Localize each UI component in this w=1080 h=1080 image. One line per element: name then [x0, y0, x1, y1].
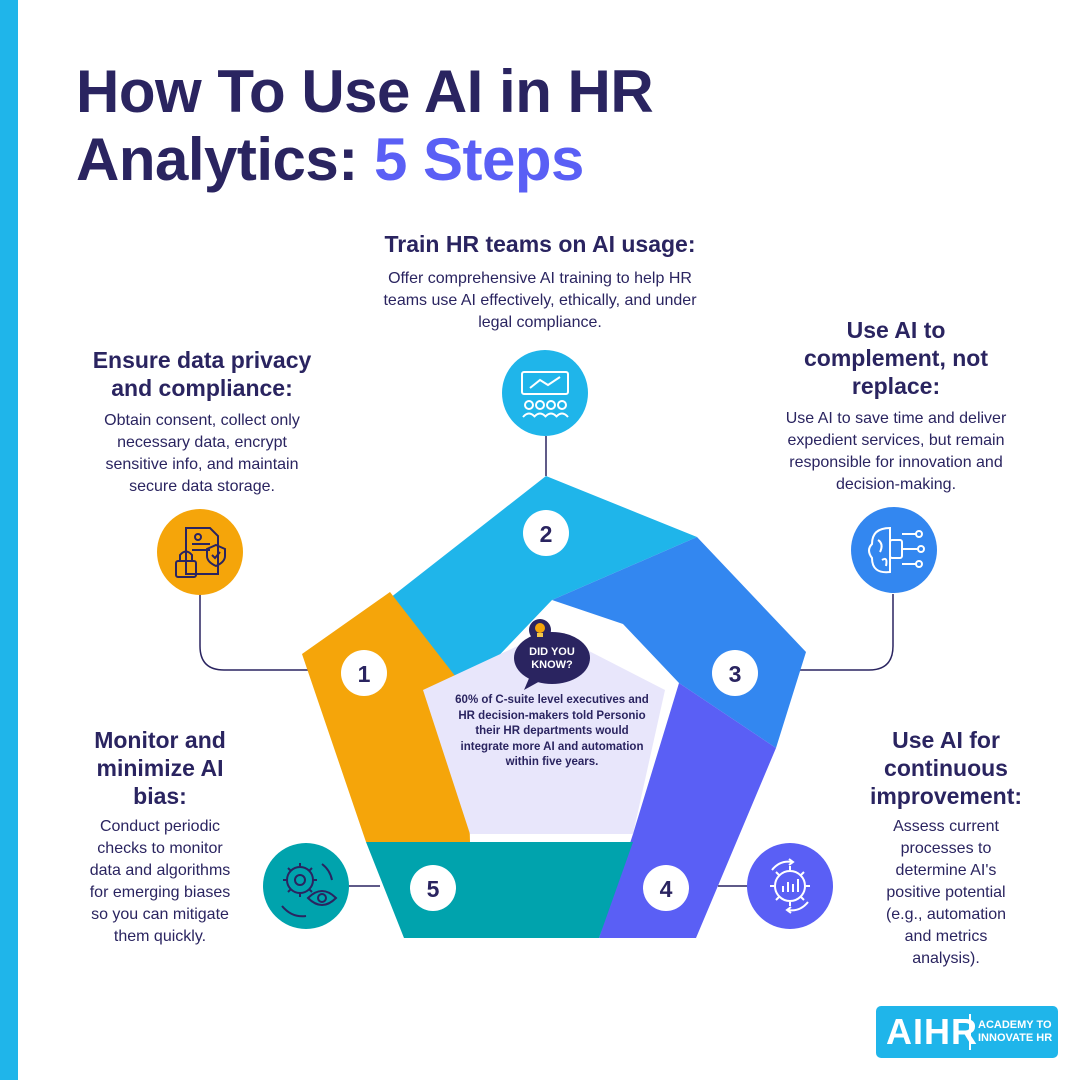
logo-tagline: ACADEMY TO INNOVATE HR [978, 1019, 1053, 1044]
logo-divider [969, 1014, 971, 1050]
step-4-badge [643, 865, 689, 911]
segment-step-4 [599, 683, 776, 938]
gear-eye-monitor-icon [263, 843, 349, 929]
step-5-badge [410, 865, 456, 911]
step-3-description: Use AI to save time and deliver expedien… [785, 410, 1007, 493]
title-highlight: 5 Steps [373, 126, 584, 193]
did-you-know-fact: 60% of C-suite level executives and HR d… [455, 694, 649, 768]
step-badges: 2 1 3 5 4 [341, 510, 758, 911]
ai-brain-circuit-icon [851, 507, 937, 593]
speech-bubble [514, 632, 590, 684]
segment-step-2 [390, 476, 697, 690]
step-2-number: 2 [540, 521, 553, 547]
connector-step-3 [774, 594, 894, 671]
segment-step-3 [552, 537, 806, 748]
connector-step-1 [199, 594, 320, 671]
presentation-team-icon [502, 350, 588, 436]
connector-lines [199, 436, 894, 887]
step-1-description: Obtain consent, collect only necessary d… [104, 412, 300, 495]
step-3-number: 3 [729, 661, 742, 687]
segment-step-1 [302, 592, 470, 842]
gear-chart-cycle-icon [747, 843, 833, 929]
speech-bubble-tail [524, 676, 542, 690]
step-5-title: Monitor and minimize AI bias: [94, 727, 226, 809]
document-lock-shield-icon [157, 509, 243, 595]
step-4-description: Assess current processes to determine AI… [885, 818, 1007, 967]
title-line-1: How To Use AI in HR [76, 58, 654, 125]
title-line-2-lead: Analytics: [76, 126, 374, 193]
step-5-number: 5 [427, 876, 440, 902]
aihr-logo: AIHR ACADEMY TO INNOVATE HR [876, 1006, 1058, 1058]
step-1-number: 1 [358, 661, 371, 687]
did-you-know-panel [423, 631, 665, 834]
step-4-number: 4 [660, 876, 673, 902]
step-2-title: Train HR teams on AI usage: [384, 231, 696, 257]
step-2-badge [523, 510, 569, 556]
did-you-know-line-2: KNOW? [531, 659, 573, 671]
left-accent-bar [0, 0, 18, 1080]
step-5-description: Conduct periodic checks to monitor data … [89, 818, 231, 945]
step-1-title: Ensure data privacy and compliance: [92, 347, 312, 401]
step-2-description: Offer comprehensive AI training to help … [383, 270, 697, 331]
step-3-badge [712, 650, 758, 696]
page-title: How To Use AI in HR Analytics: 5 Steps [76, 58, 654, 194]
step-4-title: Use AI for continuous improvement: [869, 727, 1023, 809]
lightbulb-icon [529, 619, 551, 641]
logo-wordmark: AIHR [886, 1011, 978, 1052]
step-3-title: Use AI to complement, not replace: [803, 317, 988, 399]
step-1-badge [341, 650, 387, 696]
did-you-know-badge: DID YOU KNOW? [514, 619, 590, 690]
segment-step-5 [366, 842, 633, 938]
did-you-know-line-1: DID YOU [529, 646, 575, 658]
